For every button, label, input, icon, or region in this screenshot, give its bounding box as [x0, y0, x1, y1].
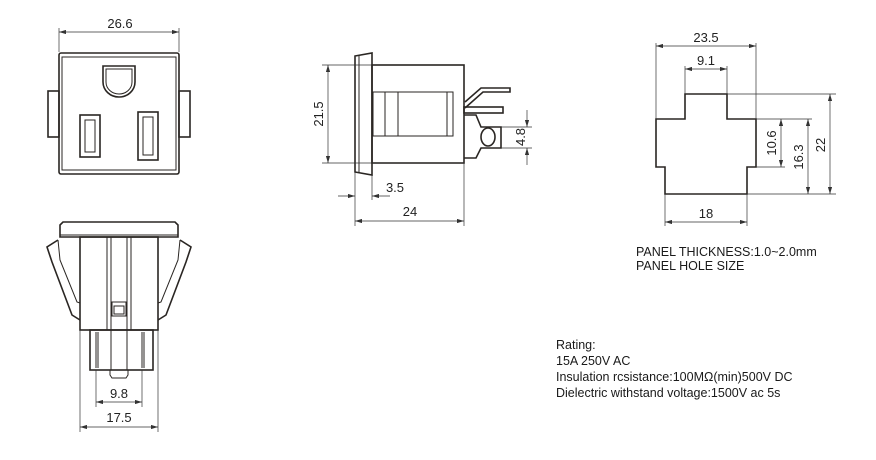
depth-dim: 24	[403, 204, 417, 219]
front-width-dim: 26.6	[107, 16, 132, 31]
panel-hole-view: 23.5 9.1 18 10.6 16.3 22 PANEL THICKNESS…	[636, 30, 836, 273]
pin-spacing-dim: 9.8	[110, 386, 128, 401]
spec-rating-label: Rating:	[556, 338, 596, 352]
neutral-slot	[79, 114, 101, 158]
hot-slot	[137, 111, 159, 161]
panel-cutout-outline	[655, 93, 757, 195]
flange-dim: 3.5	[386, 180, 404, 195]
body-width-dim: 17.5	[106, 410, 131, 425]
panel-hole-size-note: PANEL HOLE SIZE	[636, 259, 744, 273]
spec-insulation: Insulation rcsistance:100MΩ(min)500V DC	[556, 370, 793, 384]
hole-total-height-dim: 22	[813, 138, 828, 152]
hole-bottom-width-dim: 18	[699, 206, 713, 221]
spec-rating: 15A 250V AC	[556, 354, 630, 368]
side-view: 21.5 4.8 3.5 24	[311, 52, 532, 226]
hole-top-width-dim: 9.1	[697, 53, 715, 68]
panel-thickness-note: PANEL THICKNESS:1.0~2.0mm	[636, 245, 817, 259]
side-height-dim: 21.5	[311, 101, 326, 126]
front-view: 26.6	[47, 16, 191, 175]
specifications: Rating: 15A 250V AC Insulation rcsistanc…	[556, 338, 793, 400]
hole-width-dim: 23.5	[693, 30, 718, 45]
lug-dim: 4.8	[513, 128, 528, 146]
hole-mid-height-dim: 10.6	[764, 130, 779, 155]
spec-dielectric: Dielectric withstand voltage:1500V ac 5s	[556, 386, 780, 400]
ground-slot	[102, 65, 136, 98]
hole-lower-height-dim: 16.3	[791, 144, 806, 169]
bottom-view: 9.8 17.5	[46, 221, 192, 432]
